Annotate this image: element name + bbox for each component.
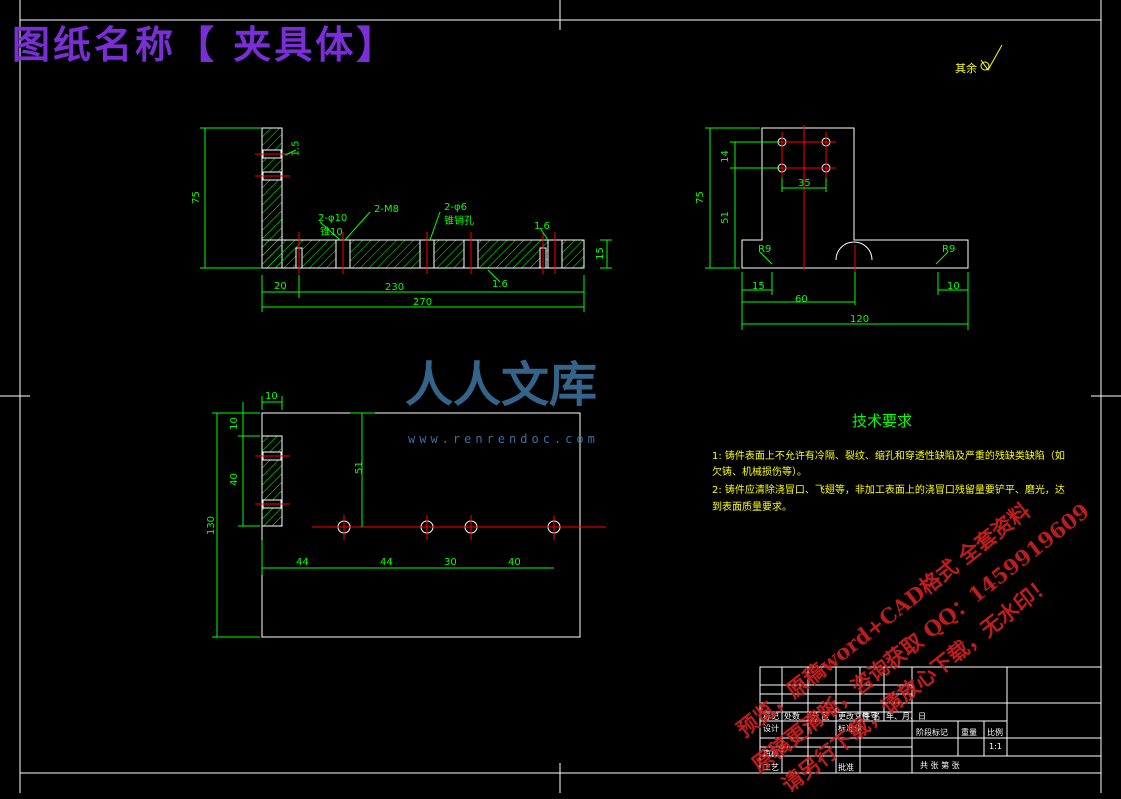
tb-nianyueri: 年、月、日: [886, 712, 926, 721]
tb-gongyi: 工艺: [763, 763, 779, 772]
tb-qianming: 签 名: [862, 712, 881, 721]
dim-right-r9-b: R9: [942, 244, 956, 255]
dim-side-1-6-a: 1.6: [534, 221, 550, 232]
dim-top-51: 51: [353, 461, 365, 474]
dim-top-10-a: 10: [265, 391, 278, 402]
dim-top-130: 130: [206, 515, 218, 536]
dim-right-75: 75: [694, 191, 706, 204]
dim-right-51: 51: [719, 211, 731, 224]
dim-side-2-phi6: 2-φ6: [444, 202, 467, 213]
tech-line-2: 欠铸、机械损伤等）。: [712, 467, 807, 478]
dim-top-40: 40: [228, 473, 240, 486]
side-view-section: [200, 127, 612, 312]
dim-side-20: 20: [274, 281, 287, 292]
dim-top-30: 30: [444, 557, 457, 568]
tb-zhongliang: 重量: [961, 728, 977, 737]
title-block: [759, 666, 1102, 774]
tb-genggai: 更改文件号: [838, 712, 878, 721]
dim-right-14: 14: [719, 150, 731, 163]
dim-side-zhuixiaokong: 锥销孔: [444, 216, 474, 227]
dim-top-40-b: 40: [508, 557, 521, 568]
dim-side-15: 15: [594, 247, 606, 260]
tb-scale-value: 1:1: [989, 742, 1002, 751]
dim-top-10-b: 10: [228, 417, 240, 430]
dim-side-1-5: 1.5: [290, 140, 302, 157]
tb-bili: 比例: [987, 728, 1003, 737]
dim-right-35: 35: [798, 178, 811, 189]
dim-right-10: 10: [947, 281, 960, 292]
tech-line-1: 1: 铸件表面上不允许有冷隔、裂纹、缩孔和穿透性缺陷及严重的残缺类缺陷（如: [712, 451, 1065, 462]
tb-pizhun: 批准: [838, 763, 854, 772]
drawing-title: 图纸名称【 夹具体】: [12, 22, 398, 67]
tb-fenqu: 分 区: [811, 712, 830, 721]
dim-side-1-6-b: 1.6: [492, 279, 508, 290]
watermark-logo: 人人文库: [405, 357, 598, 413]
top-view: [212, 396, 606, 638]
right-view: [705, 125, 969, 330]
tb-biaozhunhua: 标准化: [838, 724, 862, 733]
dim-side-230: 230: [385, 282, 405, 293]
dim-right-120: 120: [850, 314, 870, 325]
tech-requirements-heading: 技术要求: [852, 412, 913, 430]
dim-right-r9-a: R9: [758, 244, 772, 255]
tb-sheji: 设计: [763, 724, 779, 733]
dim-side-zhui10: 锥10: [320, 227, 343, 238]
tech-line-4: 到表面质量要求。: [712, 502, 792, 513]
dim-right-60: 60: [795, 294, 808, 305]
tb-jieduan: 阶段标记: [916, 728, 948, 737]
dim-side-height: 75: [190, 191, 202, 204]
roughness-symbol: [980, 44, 1003, 71]
tb-chushu: 处数: [784, 712, 800, 721]
tech-line-3: 2: 铸件应清除浇冒口、飞翅等，非加工表面上的浇冒口残留量要铲平、磨光，达: [712, 485, 1065, 496]
tb-biaoji: 标记: [763, 712, 779, 721]
dim-top-44-b: 44: [380, 557, 393, 568]
dim-right-15: 15: [752, 281, 765, 292]
watermark-url: www.renrendoc.com: [408, 432, 599, 446]
tb-sheet-count: 共 张 第 张: [920, 761, 960, 770]
dim-side-270: 270: [413, 297, 433, 308]
roughness-note: 其余: [955, 62, 977, 75]
tb-shenhe: 审核: [763, 749, 779, 758]
dim-top-44-a: 44: [296, 557, 309, 568]
dim-side-2-phi10: 2-φ10: [318, 213, 348, 224]
dim-side-2-m8: 2-M8: [374, 204, 399, 215]
